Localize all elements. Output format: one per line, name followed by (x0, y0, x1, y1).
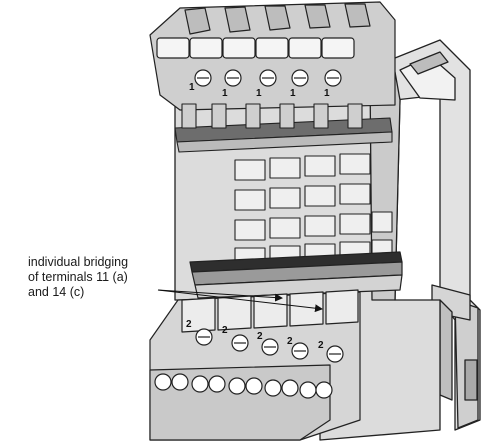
annotation-line: of terminals 11 (a) (28, 270, 128, 284)
top-terminal-markings: 1 1 1 1 1 (189, 82, 330, 99)
din-rail-housing (389, 39, 481, 431)
bridging-annotation: individual bridging of terminals 11 (a) … (28, 255, 188, 300)
wire-entry-holes (154, 373, 333, 399)
terminal-mark-top: 1 (324, 88, 330, 99)
terminal-mark-top: 1 (189, 82, 195, 93)
terminal-mark-top: 1 (290, 88, 296, 99)
leader-line-terminal-14 (157, 289, 323, 313)
terminal-mark-bottom: 2 (318, 340, 324, 351)
terminal-mark-top: 1 (256, 88, 262, 99)
bottom-terminal-row (149, 289, 361, 441)
terminal-mark-bottom: 2 (287, 336, 293, 347)
terminal-mark-bottom: 2 (186, 319, 192, 330)
leader-lines (157, 289, 323, 313)
top-bridge-comb (174, 103, 393, 153)
bottom-terminal-markings: 2 2 2 2 2 (186, 319, 324, 351)
bridging-jumper (189, 251, 403, 299)
top-terminal-row (149, 1, 396, 111)
terminal-mark-bottom: 2 (257, 331, 263, 342)
annotation-line: and 14 (c) (28, 285, 85, 299)
annotation-line: individual bridging (28, 255, 129, 269)
terminal-mark-bottom: 2 (222, 325, 228, 336)
terminal-mark-top: 1 (222, 88, 228, 99)
leader-line-terminal-11 (157, 289, 283, 302)
